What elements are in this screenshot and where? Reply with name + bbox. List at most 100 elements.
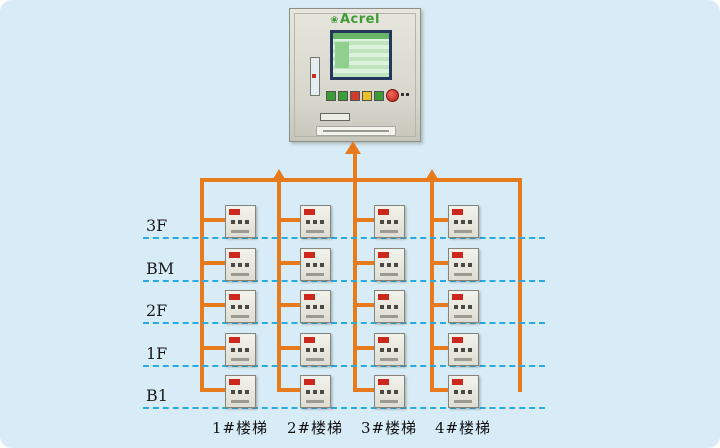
small-indicator-dots — [401, 93, 409, 96]
bus-stub — [277, 218, 302, 222]
device-module — [448, 290, 479, 323]
screen-sidebar — [335, 42, 349, 68]
device-red-label — [229, 252, 240, 258]
device-red-label — [229, 379, 240, 385]
device-terminals — [380, 220, 398, 224]
device-terminals — [454, 305, 472, 309]
device-module — [300, 333, 331, 366]
device-red-label — [304, 252, 315, 258]
bus-arrow-riser-4 — [426, 169, 438, 179]
device-terminals — [306, 220, 324, 224]
emergency-round-button — [386, 89, 399, 102]
floor-label-b1: B1 — [146, 386, 168, 405]
device-slot — [380, 400, 398, 403]
device-terminals — [231, 220, 249, 224]
device-module — [448, 205, 479, 238]
cabinet-screen — [330, 30, 392, 80]
nameplate — [316, 126, 396, 136]
bus-trunk-line — [200, 178, 522, 182]
bus-stub — [353, 346, 376, 350]
device-terminals — [380, 305, 398, 309]
bus-stub — [430, 261, 450, 265]
device-red-label — [452, 294, 463, 300]
device-terminals — [231, 390, 249, 394]
device-slot — [231, 273, 249, 276]
device-module — [448, 333, 479, 366]
device-module — [300, 290, 331, 323]
device-module — [374, 205, 405, 238]
device-terminals — [454, 220, 472, 224]
bus-stub — [353, 388, 376, 392]
device-terminals — [306, 390, 324, 394]
bus-stub — [277, 388, 302, 392]
device-red-label — [304, 209, 315, 215]
device-terminals — [306, 348, 324, 352]
floor-label-3f: 3F — [146, 216, 168, 235]
device-terminals — [306, 305, 324, 309]
device-red-label — [229, 294, 240, 300]
floor-line-bm — [143, 280, 545, 282]
bus-stub — [430, 218, 450, 222]
monitor-cabinet: ❀Acrel — [289, 8, 421, 142]
device-terminals — [380, 263, 398, 267]
device-slot — [380, 273, 398, 276]
device-slot — [454, 315, 472, 318]
device-red-label — [452, 379, 463, 385]
device-terminals — [380, 348, 398, 352]
device-slot — [306, 230, 324, 233]
device-module — [374, 248, 405, 281]
device-terminals — [306, 263, 324, 267]
stair-label-2: 2#楼梯 — [286, 419, 344, 437]
device-terminals — [231, 263, 249, 267]
bus-stub — [200, 346, 227, 350]
device-red-label — [452, 252, 463, 258]
device-slot — [380, 315, 398, 318]
device-slot — [306, 358, 324, 361]
device-red-label — [378, 294, 389, 300]
device-red-label — [378, 379, 389, 385]
device-red-label — [304, 294, 315, 300]
screen-title-bar — [333, 33, 389, 39]
bus-stub — [277, 346, 302, 350]
bus-riser-1 — [200, 178, 204, 392]
yellow-button — [362, 91, 372, 101]
floor-label-bm: BM — [146, 259, 175, 278]
acrel-logo: ❀Acrel — [290, 12, 420, 27]
device-terminals — [380, 390, 398, 394]
device-terminals — [231, 305, 249, 309]
floor-line-b1 — [143, 407, 545, 409]
stair-label-1: 1#楼梯 — [211, 419, 269, 437]
floor-line-2f — [143, 322, 545, 324]
device-slot — [306, 315, 324, 318]
device-red-label — [304, 337, 315, 343]
green-button — [374, 91, 384, 101]
stair-label-4: 4#楼梯 — [434, 419, 492, 437]
device-slot — [380, 358, 398, 361]
green-button — [326, 91, 336, 101]
bus-arrow-to-cabinet — [345, 141, 361, 154]
floor-label-1f: 1F — [146, 344, 168, 363]
floor-line-1f — [143, 365, 545, 367]
bus-riser-3 — [353, 178, 357, 392]
device-module — [300, 375, 331, 408]
bus-cabinet-drop — [353, 153, 357, 180]
device-red-label — [304, 379, 315, 385]
floor-line-3f — [143, 237, 545, 239]
floor-label-2f: 2F — [146, 301, 168, 320]
cabinet-door-frame — [294, 13, 416, 137]
device-slot — [231, 400, 249, 403]
bus-stub — [277, 303, 302, 307]
device-module — [300, 248, 331, 281]
bus-stub — [353, 261, 376, 265]
device-slot — [454, 400, 472, 403]
device-red-label — [229, 209, 240, 215]
vent-slot — [320, 113, 350, 121]
device-slot — [454, 358, 472, 361]
red-button — [350, 91, 360, 101]
device-module — [225, 333, 256, 366]
bus-stub — [353, 303, 376, 307]
device-red-label — [378, 337, 389, 343]
bus-riser-4 — [430, 178, 434, 392]
device-red-label — [452, 209, 463, 215]
bus-stub — [353, 218, 376, 222]
